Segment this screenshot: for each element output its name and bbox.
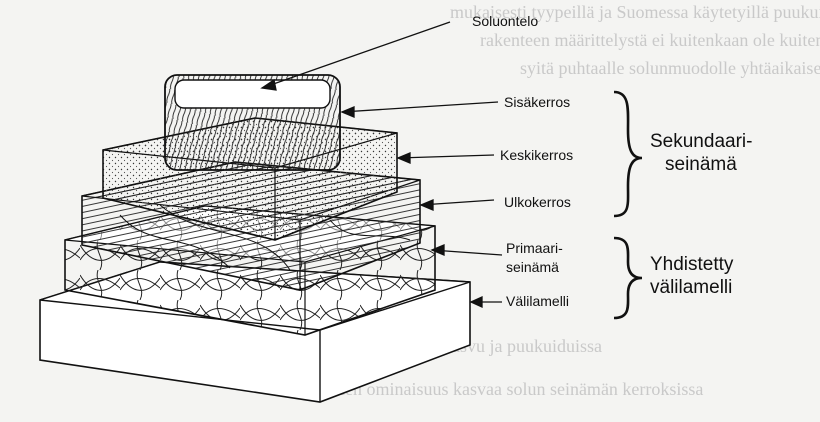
bg-line-2: rakenteen määrittelystä ei kuitenkaan ol… — [480, 30, 820, 50]
group-sekundaari-2: seinämä — [665, 154, 737, 175]
bg-line-3: syitä puhtaalle solunmuodolle yhtäaikais… — [520, 58, 820, 78]
group-yhdistetty-1: Yhdistetty — [650, 254, 734, 275]
group-yhdistetty-2: välilamelli — [650, 277, 732, 298]
layer-sisakerros — [165, 75, 340, 170]
label-ulkokerros: Ulkokerros — [504, 194, 571, 210]
label-keskikerros: Keskikerros — [500, 147, 573, 163]
group-sekundaari-1: Sekundaari- — [650, 131, 752, 152]
brace-yhdistetty — [614, 238, 642, 318]
label-primaari-2: seinämä — [506, 259, 559, 275]
label-primaari-1: Primaari- — [506, 240, 563, 256]
brace-sekundaari — [614, 92, 642, 216]
label-valilamelli: Välilamelli — [506, 293, 569, 309]
label-sisakerros: Sisäkerros — [504, 94, 570, 110]
label-soluontelo: Soluontelo — [472, 13, 538, 29]
braces — [614, 92, 642, 318]
